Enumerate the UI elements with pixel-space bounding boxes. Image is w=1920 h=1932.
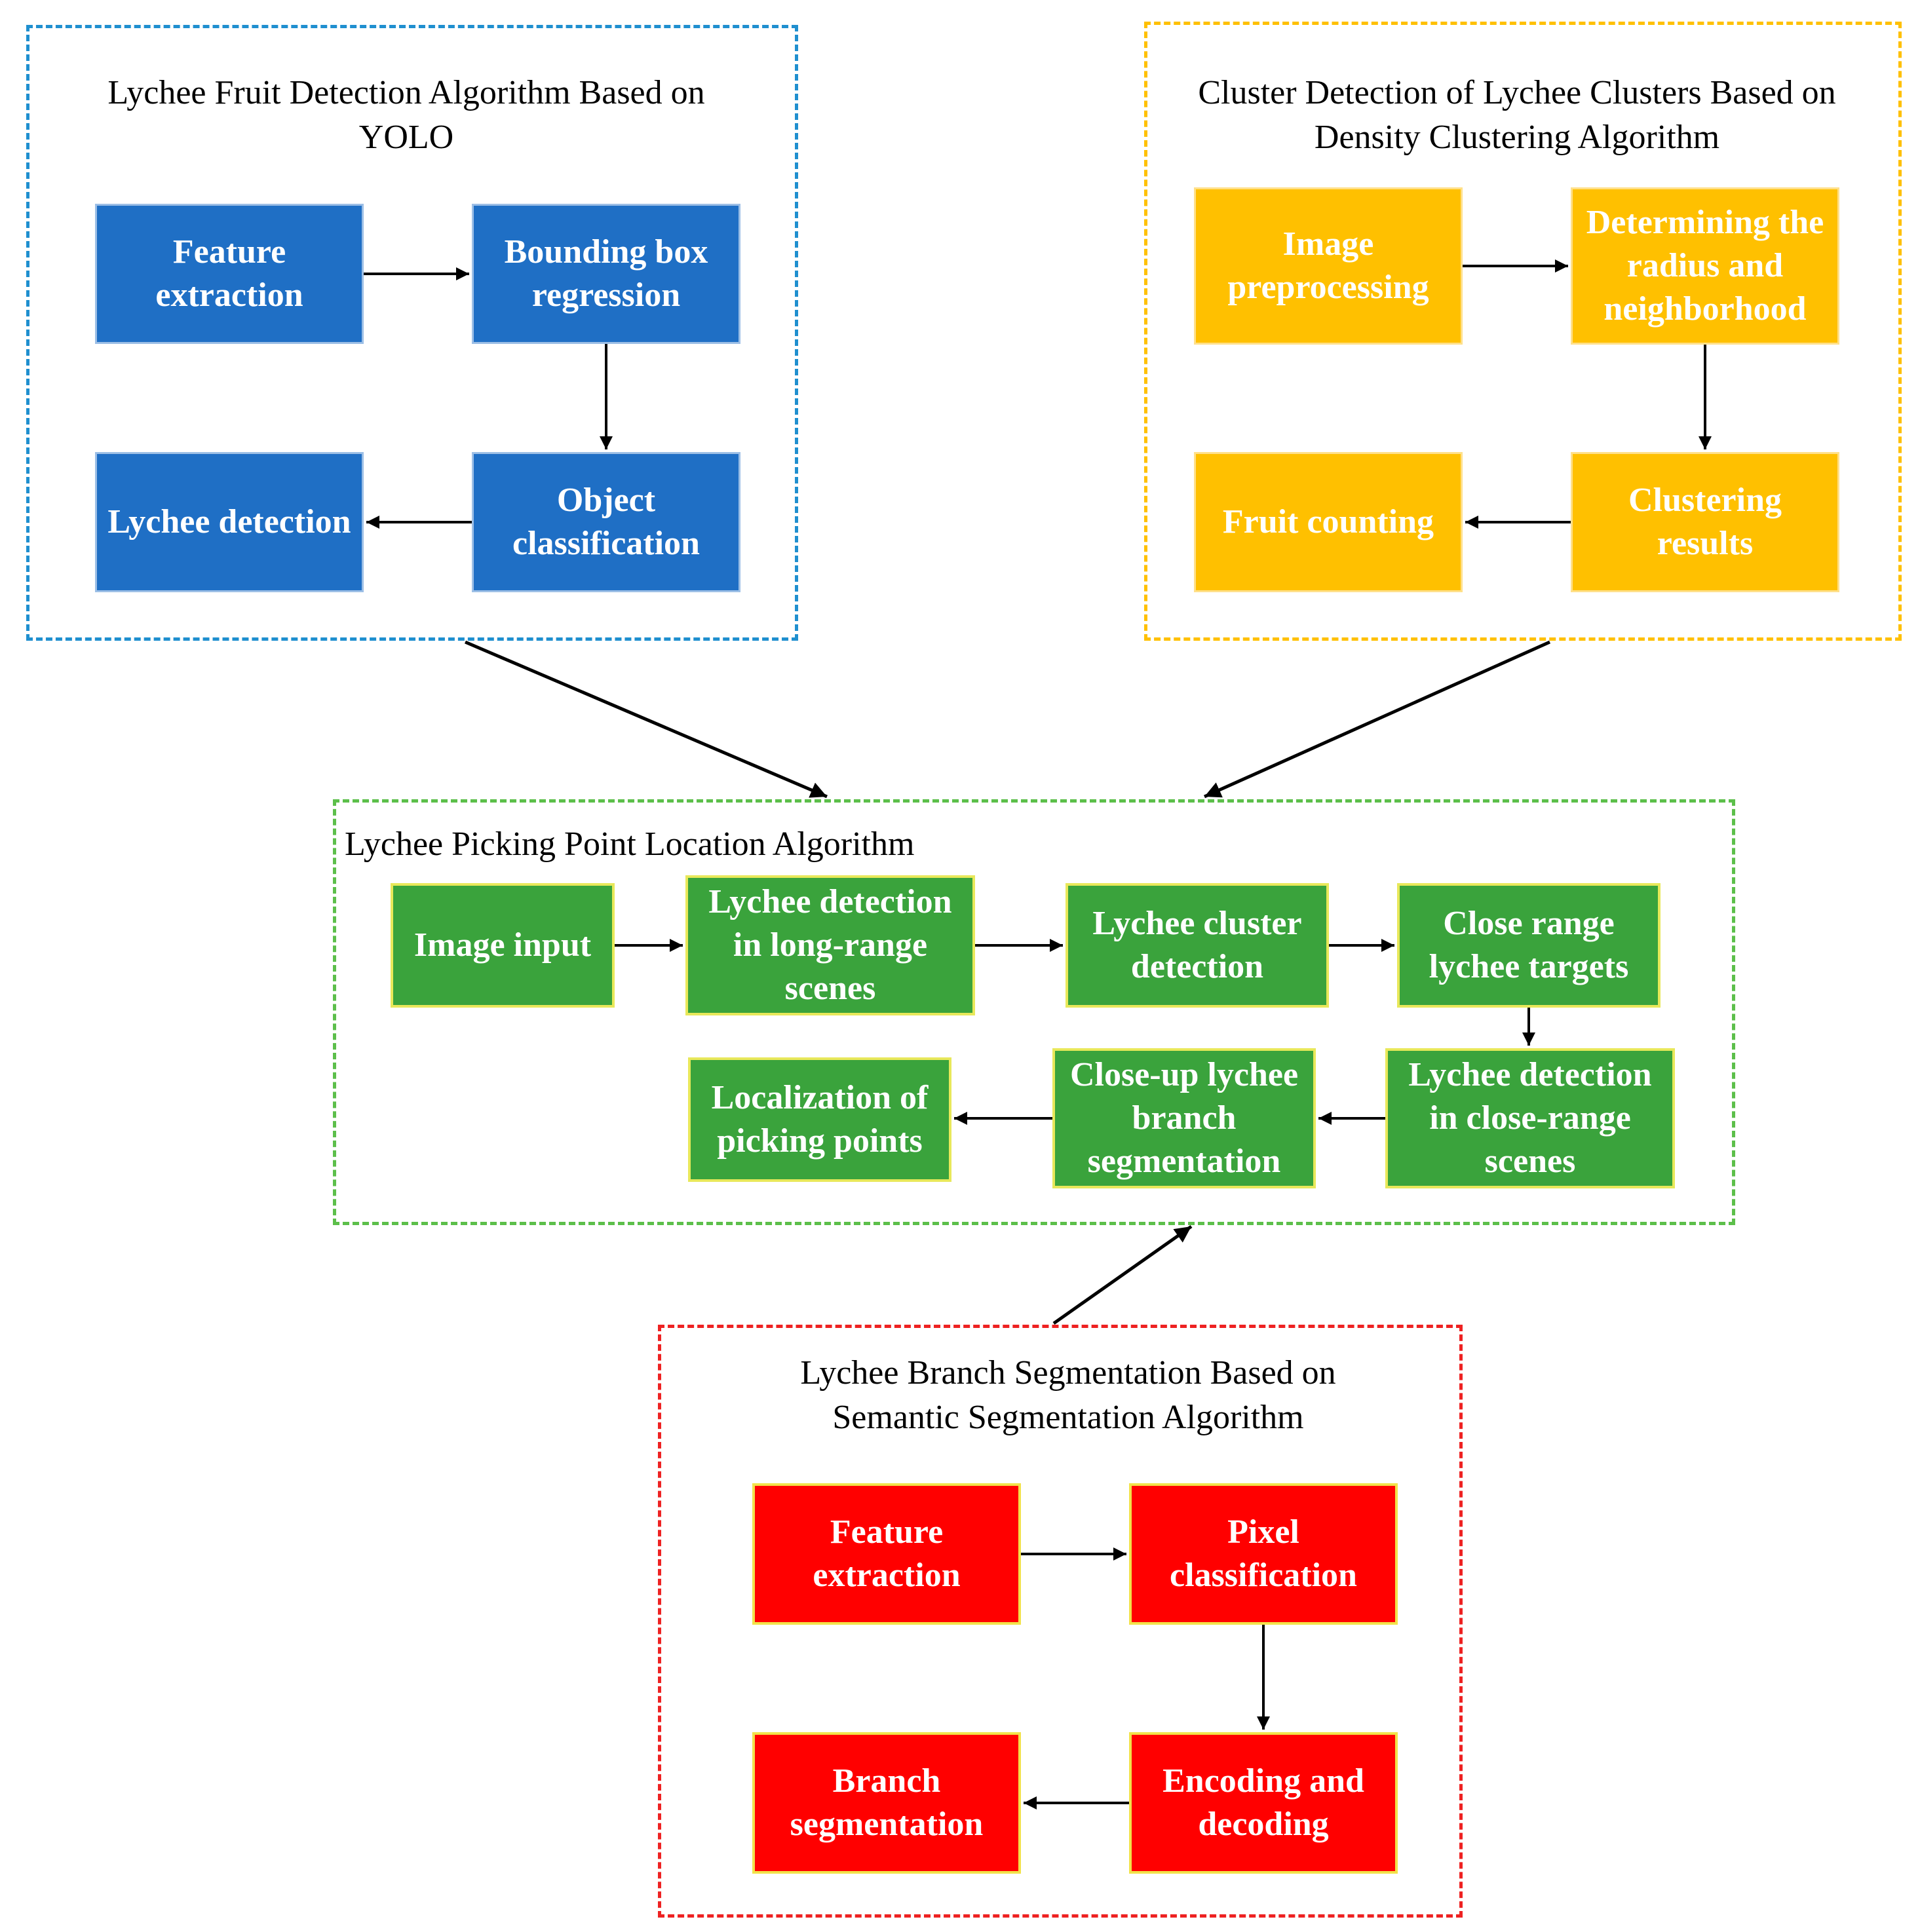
picking-long-range-detection-box: Lychee detection in long-range scenes [685,875,975,1015]
picking-close-range-detection-box: Lychee detection in close-range scenes [1385,1048,1675,1188]
density-group [1144,22,1902,641]
semantic-feature-extraction-box: Feature extraction [752,1483,1021,1625]
yolo-group [26,25,798,641]
picking-group-title: Lychee Picking Point Location Algorithm [345,825,915,863]
density-group-title: Cluster Detection of Lychee Clusters Bas… [1198,74,1836,156]
picking-close-range-targets-box: Close range lychee targets [1397,883,1661,1008]
picking-localization-box: Localization of picking points [688,1057,951,1182]
arrow-yolo-to-picking [465,640,828,799]
semantic-group-title: Lychee Branch Segmentation Based on Sema… [800,1354,1336,1436]
arrow-density-to-picking [1203,640,1551,799]
semantic-branch-segmentation-box: Branch segmentation [752,1732,1021,1874]
yolo-group-title: Lychee Fruit Detection Algorithm Based o… [107,74,705,156]
density-radius-neighborhood-box: Determining the radius and neighborhood [1571,187,1839,345]
picking-image-input-box: Image input [391,883,615,1008]
yolo-object-classification-box: Object classification [472,452,740,592]
density-clustering-results-box: Clustering results [1571,452,1839,592]
semantic-group [658,1325,1463,1918]
picking-branch-segmentation-box: Close-up lychee branch segmentation [1052,1048,1316,1188]
picking-cluster-detection-box: Lychee cluster detection [1066,883,1329,1008]
yolo-feature-extraction-box: Feature extraction [95,204,364,344]
picking-group [333,799,1735,1225]
density-image-preprocessing-box: Image preprocessing [1194,187,1463,345]
semantic-pixel-classification-box: Pixel classification [1129,1483,1398,1625]
semantic-encoding-decoding-box: Encoding and decoding [1129,1732,1398,1874]
arrow-semantic-to-picking [1052,1224,1193,1325]
density-fruit-counting-box: Fruit counting [1194,452,1463,592]
yolo-lychee-detection-box: Lychee detection [95,452,364,592]
yolo-bounding-box-regression-box: Bounding box regression [472,204,740,344]
